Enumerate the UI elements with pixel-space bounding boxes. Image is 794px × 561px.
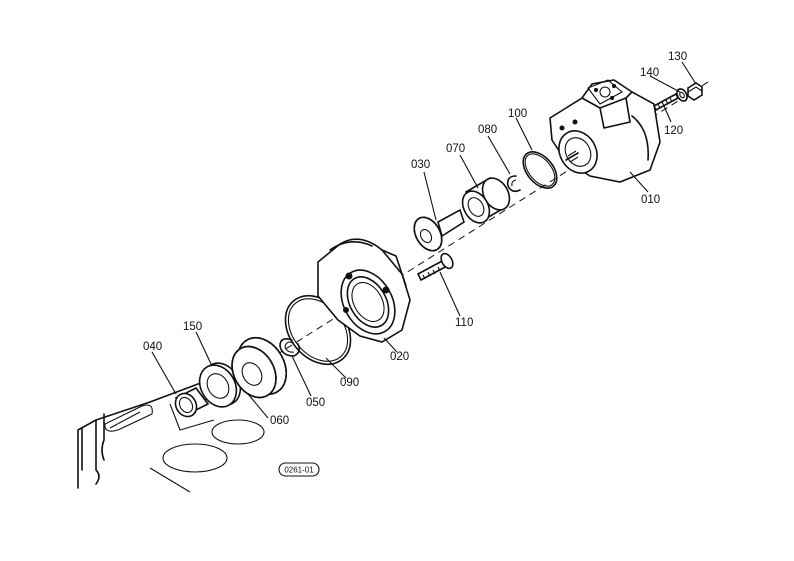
callout-030: 030 [411,159,430,171]
part-080-snap-ring [506,175,521,193]
callout-040: 040 [143,341,162,353]
part-060-gear [231,336,288,399]
part-100-o-ring [522,151,558,189]
part-030-drive-gear [413,208,465,252]
callout-labels: 040 150 060 050 090 020 110 030 070 080 … [143,51,687,427]
part-010-hydraulic-pump [549,79,661,183]
part-020-housing [317,238,411,343]
callout-080: 080 [478,124,497,136]
callout-070: 070 [446,143,465,155]
part-150-thrust-washer [198,362,242,408]
part-120-stud [652,92,680,112]
callout-060: 060 [270,415,289,427]
callout-130: 130 [668,51,687,63]
callout-020: 020 [390,351,409,363]
callout-110: 110 [455,317,473,329]
part-130-nut [687,82,703,101]
part-070-bearing [461,176,511,224]
callout-150: 150 [183,321,202,333]
part-140-washer [676,88,688,102]
leader-lines [151,61,697,419]
callout-140: 140 [640,67,659,79]
drawing-code: 0261-01 [284,466,314,475]
part-110-bolt [416,252,454,282]
callout-010: 010 [641,194,660,206]
callout-100: 100 [508,108,527,120]
callout-120: 120 [664,125,683,137]
drawing-code-tag: 0261-01 [278,462,320,477]
callout-090: 090 [340,377,359,389]
part-040-sleeve [174,386,210,418]
callout-050: 050 [306,397,325,409]
